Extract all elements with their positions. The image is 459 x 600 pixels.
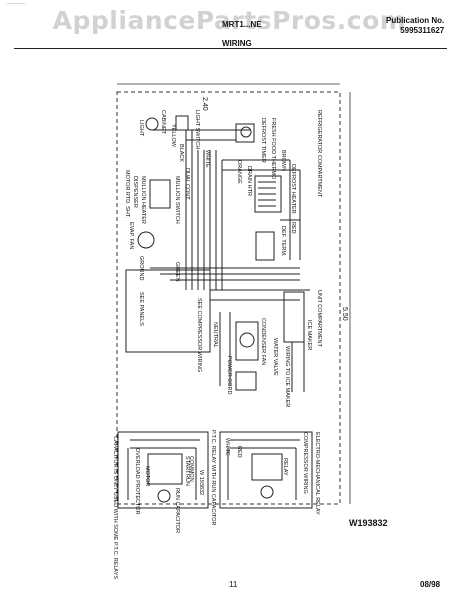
watermark: AppliancePartsPros.com <box>52 6 407 35</box>
label-mullion-heater: MULLION HEATER <box>140 176 146 224</box>
wire-run-top <box>152 129 300 171</box>
label-brown: BROWN <box>280 150 286 171</box>
light-switch-icon <box>175 115 189 131</box>
defrost-heater-icon <box>254 175 282 213</box>
em-relay-inset <box>219 431 313 509</box>
condenser-fan-icon <box>235 321 259 361</box>
water-valve-icon <box>283 291 305 343</box>
label-defrost-heater: DEFROST HEATER <box>290 164 296 214</box>
heater-coil <box>258 181 276 207</box>
fresh-food-thermo-icon <box>240 126 252 138</box>
unit-wire-run <box>210 289 310 392</box>
publication-info: Publication No. 5995311627 <box>386 16 444 36</box>
label-white: WHITE <box>204 150 210 168</box>
label-white-inset: WHITE <box>224 438 230 456</box>
power-cord-plug-icon <box>235 371 257 391</box>
light-bulb-icon <box>145 117 159 131</box>
label-cabinet: CABINET <box>160 110 166 134</box>
header-rule <box>14 48 447 49</box>
label-defrost-timer: DEFROST TIMER <box>260 118 266 163</box>
label-green: GREEN <box>174 262 180 282</box>
lower-components <box>125 269 310 392</box>
publication-number: 5995311627 <box>400 26 445 35</box>
label-drain-htr: DRAIN HTR <box>246 166 252 196</box>
label-cap-note: CAPACITOR IS ONLY USED WITH SOME P.T.C. … <box>112 436 118 579</box>
label-yellow: YELLOW <box>170 124 176 148</box>
compressor-box <box>125 269 211 353</box>
evap-fan-icon <box>137 231 155 249</box>
publication-label: Publication No. <box>386 16 445 25</box>
label-motor: MOTOR <box>144 466 150 486</box>
label-ptc-relay-run-cap: P.T.C. RELAY WITH RUN CAPACITOR <box>210 430 216 525</box>
label-light: LIGHT <box>138 120 144 137</box>
label-orange: ORANGE <box>236 160 242 184</box>
revision-date: 08/98 <box>420 580 441 589</box>
label-black: BLACK <box>178 144 184 162</box>
defrost-timer-icon <box>235 123 255 143</box>
label-red-inset: RED <box>236 446 242 458</box>
label-w-lot: W 193832 <box>198 470 204 495</box>
top-dimension: 2.40 <box>201 97 208 111</box>
label-ice-maker: ICE MAKER <box>306 320 312 350</box>
wire-run-mid <box>150 267 300 281</box>
mullion-heater-icon <box>149 179 171 209</box>
label-start: START <box>184 456 190 474</box>
em-relay-icon <box>251 453 283 481</box>
label-motor-rtd-sht: MOTOR RTD. SHT. <box>124 170 130 219</box>
fan-motor-icon <box>239 332 255 348</box>
upper-components <box>137 115 301 290</box>
label-fresh-food-thermo: FRESH FOOD THERMO <box>270 118 276 180</box>
diagram-code: W193832 <box>349 518 388 528</box>
label-dispenser: DISPENSER <box>132 176 138 208</box>
label-mullion-switch: MULLION SWITCH <box>174 176 180 224</box>
label-run-capacitor: RUN CAPACITOR <box>174 488 180 533</box>
corner-mark: ............ <box>6 0 27 6</box>
label-compressor-wiring: COMPRESSOR WIRING <box>302 432 308 494</box>
label-see-compressor-wiring: SEE COMPRESSOR WIRING <box>196 298 202 372</box>
label-relay: RELAY <box>282 458 288 476</box>
label-refrigerator-compartment: REFRIGERATOR COMPARTMENT <box>316 110 322 198</box>
ptc-relay-icon <box>147 453 183 485</box>
page-number: 11 <box>229 580 238 589</box>
label-see-panels: SEE PANELS <box>138 292 144 326</box>
wire-bundle <box>185 130 223 290</box>
model-number: MRT1...NE <box>222 20 262 29</box>
overload-icon <box>260 485 274 499</box>
label-red: RED <box>290 222 296 234</box>
label-common: COMMON <box>188 456 194 482</box>
label-power-cord: POWER CORD <box>226 356 232 395</box>
right-dimension: 5.50 <box>341 307 348 321</box>
label-ground: GROUND <box>138 256 144 280</box>
label-neutral: NEUTRAL <box>212 322 218 348</box>
ptc-relay-inset <box>117 431 209 509</box>
def-term-icon <box>255 231 275 261</box>
wire-run-right <box>280 160 301 260</box>
label-wiring-to-ice-maker: WIRING TO ICE MAKER <box>284 346 290 407</box>
run-capacitor-icon <box>157 489 171 503</box>
label-condenser-fan: CONDENSER FAN <box>260 318 266 365</box>
label-dual-cont: DUAL CONT. <box>184 168 190 201</box>
label-electromechanical-relay: ELECTRO-MECHANICAL RELAY <box>314 432 320 515</box>
label-run: RUN <box>184 474 190 486</box>
label-water-valve: WATER VALVE <box>272 338 278 376</box>
section-title: WIRING <box>222 39 252 48</box>
cabinet-outline <box>116 91 341 505</box>
label-evap-fan: EVAP. FAN <box>128 222 134 249</box>
label-overload-protector: OVERLOAD PROTECTOR <box>134 448 140 515</box>
label-light-switch: LIGHT SWITCH <box>194 110 200 149</box>
label-unit-compartment: UNIT COMPARTMENT <box>316 290 322 347</box>
label-def-term: DEF. TERM. <box>280 226 286 257</box>
